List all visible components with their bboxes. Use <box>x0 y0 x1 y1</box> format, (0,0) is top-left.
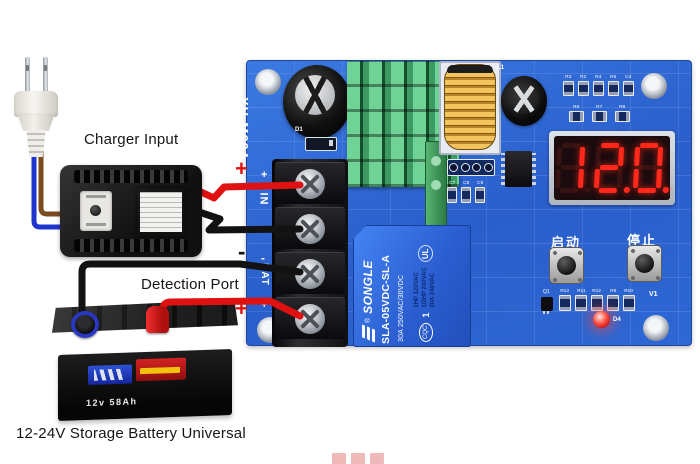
silk-bat: BAT <box>258 263 270 286</box>
relay-face: ® SONGLE SLA-05VDC-SL-A 30A 250VAC/30VDC… <box>354 226 471 347</box>
filter-capacitor <box>501 76 547 126</box>
in-plus-mark: + <box>235 156 248 181</box>
plug-prong <box>25 57 30 93</box>
ic-chip <box>501 151 536 187</box>
terminal-in-plus <box>275 162 345 204</box>
detection-port-label: Detection Port <box>141 276 239 293</box>
pin-header <box>447 159 495 176</box>
charger-spec-sticker <box>136 187 186 237</box>
bat-minus-mark: - <box>238 239 246 264</box>
in-minus-mark: - <box>238 217 246 242</box>
charger-led-panel <box>80 191 112 231</box>
relay-brand: SONGLE <box>361 260 375 314</box>
terminal-bat-plus <box>275 297 345 339</box>
songle-logo <box>361 324 375 343</box>
silk-bat-plus: + <box>261 299 268 311</box>
battery-caption: 12-24V Storage Battery Universal <box>16 425 246 442</box>
silk-in-minus: - <box>261 223 265 237</box>
relay: ® SONGLE SLA-05VDC-SL-A 30A 250VAC/30VDC… <box>353 225 471 347</box>
terminal-screw <box>295 168 325 199</box>
charger-input-label: Charger Input <box>84 131 179 148</box>
plug-strain-relief <box>26 130 46 157</box>
terminal-bat-minus <box>275 252 345 294</box>
d1-silkscreen: D1 <box>295 127 303 133</box>
electrolytic-capacitor <box>283 65 351 139</box>
v1-silkscreen: V1 <box>649 291 658 298</box>
silk-bat-minus: - <box>261 251 265 265</box>
battery-negative-terminal <box>71 311 99 338</box>
terminal-screw <box>431 156 441 166</box>
terminal-screw <box>431 180 441 190</box>
silk-in-plus: + <box>261 169 268 181</box>
ul-mark: UL <box>418 245 433 263</box>
mounting-hole <box>641 73 667 99</box>
plug-body <box>14 91 58 117</box>
board-model-silkscreen: XH-M604 <box>236 97 251 159</box>
plug-body <box>17 115 55 131</box>
l1-silkscreen: L1 <box>497 65 505 71</box>
battery-brand-label <box>136 357 186 382</box>
terminal-in-minus <box>275 207 345 249</box>
start-button[interactable] <box>549 247 584 284</box>
registered-mark: ® <box>364 317 372 323</box>
ac-plug <box>14 55 64 157</box>
q1-silkscreen: Q1 <box>543 289 550 295</box>
battery-positive-terminal <box>146 306 169 333</box>
watermark-fragment <box>332 453 384 464</box>
d4-silkscreen: D4 <box>613 317 621 323</box>
stop-button-label: 停止 <box>627 233 658 248</box>
charger-unit <box>60 165 202 257</box>
stop-button[interactable] <box>627 245 662 282</box>
mounting-hole <box>255 69 281 95</box>
start-button-label: 启动 <box>551 235 582 250</box>
charger-vents <box>74 239 188 252</box>
charger-vents <box>74 170 188 183</box>
toroidal-inductor <box>444 64 496 150</box>
button-cap <box>557 256 576 275</box>
relay-rating: 30A 250VAC/30VDC <box>398 274 405 342</box>
display-digits <box>554 136 670 200</box>
terminal-block <box>272 159 348 347</box>
diode <box>305 137 337 151</box>
relay-model: SLA-05VDC-SL-A <box>380 254 392 344</box>
silk-in: IN <box>257 192 270 206</box>
terminal-screw <box>295 303 325 334</box>
battery-spec-text: 12v 58Ah <box>86 396 138 409</box>
terminal-screw <box>295 213 325 244</box>
seven-segment-display <box>549 131 675 205</box>
battery-front: 12v 58Ah <box>58 348 232 422</box>
terminal-screw <box>295 258 325 289</box>
battery-brand-label <box>88 364 132 385</box>
transistor <box>541 297 553 314</box>
relay-pin1: 1 <box>420 312 431 318</box>
cqc-mark: CQC <box>418 322 433 342</box>
charger-led <box>90 205 101 216</box>
button-cap <box>635 254 654 273</box>
bat-plus-mark: + <box>235 296 248 321</box>
plug-prong <box>43 57 48 93</box>
mounting-hole <box>643 315 669 341</box>
status-led <box>593 311 610 328</box>
